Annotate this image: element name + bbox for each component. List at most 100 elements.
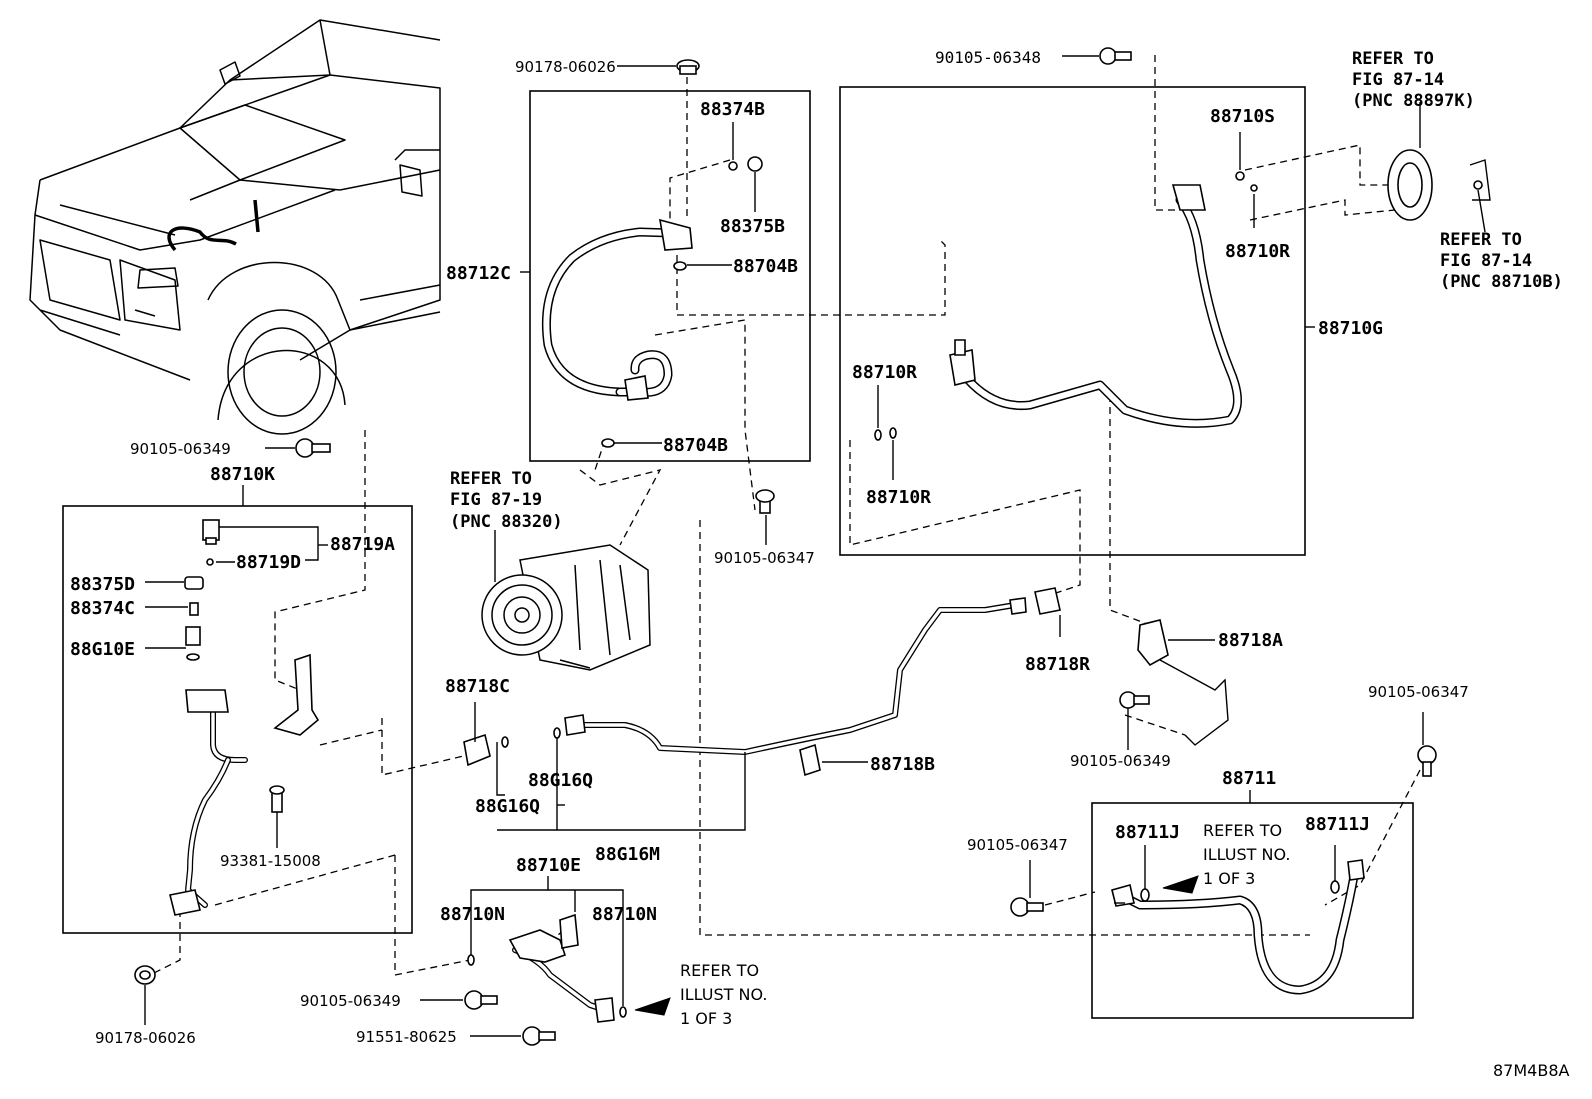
svg-text:FIG 87-14: FIG 87-14 [1352,70,1444,90]
label-88374c: 88374C [70,598,135,619]
o-ring-88711j-a [1140,888,1150,902]
bolt-90105-06349-bottom [464,990,498,1010]
bolt-90105-06347-left [1010,897,1044,917]
label-88710s: 88710S [1210,106,1275,127]
core-88374c [189,602,199,616]
label-88375b: 88375B [720,216,785,237]
hose-88711 [1111,859,1365,995]
label-90178-06026-bottom: 90178-06026 [95,1029,196,1047]
o-ring-88710s [1235,171,1245,181]
box-88712c [529,90,811,462]
svg-text:1 OF 3: 1 OF 3 [680,1009,732,1028]
label-90105-06347-b: 90105-06347 [1368,683,1469,701]
svg-text:(PNC 88320): (PNC 88320) [450,512,563,532]
o-ring-88g10e [186,653,200,661]
label-88710n-a: 88710N [440,904,505,925]
label-93381-15008: 93381-15008 [220,852,321,870]
label-88711j-b: 88711J [1305,814,1370,835]
o-ring-88g16q-b [553,727,561,739]
label-88718a: 88718A [1218,630,1283,651]
clamp-88718c [463,733,491,767]
label-90178-06026-top: 90178-06026 [515,58,616,76]
note-illust-bottom: REFER TO ILLUST NO. 1 OF 3 [680,961,767,1028]
label-88710r-b: 88710R [852,362,917,383]
note-illust-right: REFER TO ILLUST NO. 1 OF 3 [1203,821,1290,888]
svg-text:REFER TO: REFER TO [1203,821,1282,840]
bolt-93381-15008 [269,785,285,813]
leader-lines [144,55,1486,1037]
label-88711j-a: 88711J [1115,822,1180,843]
arrow-icon-right [1162,875,1199,894]
svg-text:(PNC 88710B): (PNC 88710B) [1440,272,1563,292]
label-88712c: 88712C [446,263,511,284]
note-fig-87-19: REFER TO FIG 87-19 (PNC 88320) [450,469,563,532]
label-90105-06347-a: 90105-06347 [714,549,815,567]
o-ring-88710r-left2 [889,427,897,439]
svg-text:REFER TO: REFER TO [1440,230,1522,250]
box-88711 [1091,802,1414,1019]
label-88704b-b: 88704B [663,435,728,456]
fitting-88g10e-body [185,626,201,646]
o-ring-88704b-lower [601,438,615,448]
bolt-90178-06026-top [676,59,700,75]
label-88719d: 88719D [236,552,301,573]
clamp-88718r [1034,587,1061,615]
svg-text:(PNC 88897K): (PNC 88897K) [1352,91,1475,111]
pipe-88710e [508,913,615,1023]
label-88710r-a: 88710R [1225,241,1290,262]
note-fig-87-14-right: REFER TO FIG 87-14 (PNC 88710B) [1440,230,1563,292]
label-88710g: 88710G [1318,318,1383,339]
label-88710n-b: 88710N [592,904,657,925]
bracket-88710k [273,653,320,736]
label-88710r-c: 88710R [866,487,931,508]
seal-88897k [1387,149,1433,221]
bolt-90105-06349-top [295,438,331,458]
pipe-end-88710b [1469,159,1491,201]
cap-88375b [747,156,763,172]
bolt-90178-06026-bottom [134,965,156,985]
pipe-88710k [169,689,248,916]
label-88g16m: 88G16M [595,844,660,865]
valve-88719a [202,519,220,545]
bracket-88718a [1137,619,1229,746]
vehicle-illustration [29,19,441,435]
label-88g16q-a: 88G16Q [528,770,593,791]
label-88374b: 88374B [700,99,765,120]
box-88710g [839,86,1306,556]
cap-88375d [184,576,204,590]
compressor [481,544,651,671]
box-88710k [62,505,413,934]
label-88718r: 88718R [1025,654,1090,675]
bolt-90105-06347-mid [755,489,775,514]
o-ring-88719d [206,558,214,566]
svg-text:REFER TO: REFER TO [1352,49,1434,69]
diagram-code: 87M4B8A [1493,1061,1570,1080]
o-ring-88710n-a [467,954,475,966]
note-fig-87-14-top: REFER TO FIG 87-14 (PNC 88897K) [1352,49,1475,111]
label-88g10e: 88G10E [70,639,135,660]
svg-text:ILLUST NO.: ILLUST NO. [680,985,767,1004]
bolt-90105-06348 [1099,47,1132,65]
pipe-88g16m [564,597,1027,755]
label-88710k: 88710K [210,464,275,485]
svg-text:REFER TO: REFER TO [450,469,532,489]
label-90105-06348: 90105-06348 [935,48,1041,67]
o-ring-88710r-left [874,429,882,441]
arrow-icon-bottom [634,997,671,1016]
svg-text:1 OF 3: 1 OF 3 [1203,869,1255,888]
label-90105-06349-c: 90105-06349 [300,992,401,1010]
label-88719a: 88719A [330,534,395,555]
o-ring-88710r-top [1250,184,1258,192]
o-ring-88374b [728,161,738,171]
svg-text:ILLUST NO.: ILLUST NO. [1203,845,1290,864]
hose-88712c [541,218,693,401]
label-90105-06349-b: 90105-06349 [1070,752,1171,770]
label-90105-06349-a: 90105-06349 [130,440,231,458]
bolt-91551-80625 [522,1026,556,1046]
o-ring-88g16q-a [501,736,509,748]
svg-text:FIG 87-19: FIG 87-19 [450,490,542,510]
label-88718c: 88718C [445,676,510,697]
label-88718b: 88718B [870,754,935,775]
part-labels: 90178-06026 88374B 88375B 88712C 88704B … [70,48,1469,1047]
o-ring-88711j-b [1330,880,1340,894]
